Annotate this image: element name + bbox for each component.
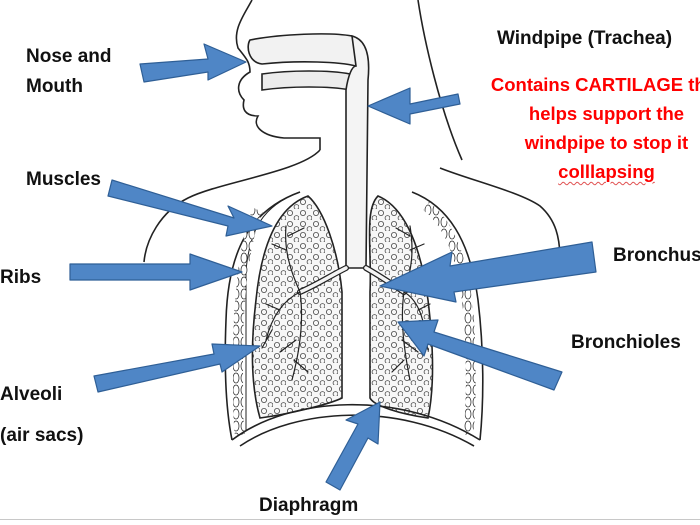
- label-ribs: Ribs: [0, 267, 42, 288]
- label-windpipe: Windpipe (Trachea): [497, 28, 673, 49]
- up-arrow-icon: [325, 401, 381, 491]
- label-muscles: Muscles: [26, 169, 101, 190]
- body-outline: [143, 149, 561, 263]
- diaphragm-muscle: [231, 403, 481, 447]
- right-arrow-icon: [139, 43, 247, 83]
- right-lung: [368, 195, 434, 419]
- left-arrow-icon: [367, 87, 461, 125]
- head-outline: [235, 0, 463, 161]
- left-arrow-icon: [397, 319, 563, 391]
- trachea: [345, 34, 370, 269]
- right-arrow-icon: [93, 343, 261, 393]
- left-arrow-icon: [379, 241, 597, 303]
- right-arrow-icon: [107, 179, 273, 237]
- label-alveoli: Alveoli (air sacs): [0, 384, 84, 446]
- nasal-cavity: [247, 33, 361, 91]
- label-bronchus: Bronchus: [613, 245, 700, 266]
- left-lung: [251, 195, 343, 419]
- right-arrow-icon: [69, 253, 243, 291]
- label-nose-mouth: Nose and Mouth: [26, 46, 112, 97]
- cartilage-note: Contains CARTILAGE that helps support th…: [490, 74, 700, 182]
- label-bronchioles: Bronchioles: [571, 332, 681, 353]
- label-diaphragm: Diaphragm: [259, 495, 359, 516]
- divider: [0, 519, 700, 520]
